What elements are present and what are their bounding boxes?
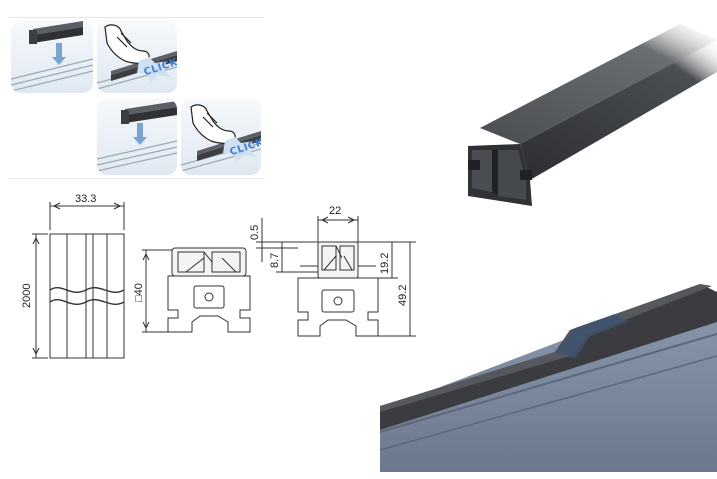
section-b-profile: [256, 216, 416, 337]
dim-section-size-label: □40: [133, 283, 145, 302]
dim-thickness-label: 0.5: [249, 225, 261, 240]
profile-piece-icon: [29, 21, 83, 44]
dim-mid-height-label: 19.2: [379, 253, 391, 274]
hand-icon: [190, 104, 236, 144]
install-step-3: [97, 99, 177, 175]
technical-drawing: 33.3 2000 □40 22 0.5 8.7 19.2 49.2: [21, 193, 416, 359]
divider-top: [8, 17, 264, 18]
dim-width-label: 33.3: [75, 193, 96, 205]
divider-bottom: [8, 178, 264, 179]
profile-piece-icon: [121, 101, 177, 124]
hand-icon: [104, 24, 150, 64]
arrow-down-icon: [133, 123, 147, 145]
profile-on-rail-render: [380, 284, 717, 472]
dim-total-height-label: 49.2: [397, 285, 409, 306]
install-step-1: [11, 21, 93, 93]
dim-top-width-label: 22: [329, 205, 341, 217]
front-view: [32, 202, 125, 359]
dim-length-label: 2000: [21, 284, 33, 308]
section-a-profile: [142, 247, 251, 333]
arrow-down-icon: [52, 43, 66, 65]
install-step-4: CLICK: [181, 99, 261, 175]
profile-render-top: [468, 24, 717, 206]
dim-small-height-label: 8.7: [269, 253, 281, 268]
rail-lines: [11, 58, 93, 92]
install-step-2: CLICK: [97, 21, 177, 93]
dimension-labels: 33.3 2000 □40 22 0.5 8.7 19.2 49.2: [21, 193, 409, 308]
